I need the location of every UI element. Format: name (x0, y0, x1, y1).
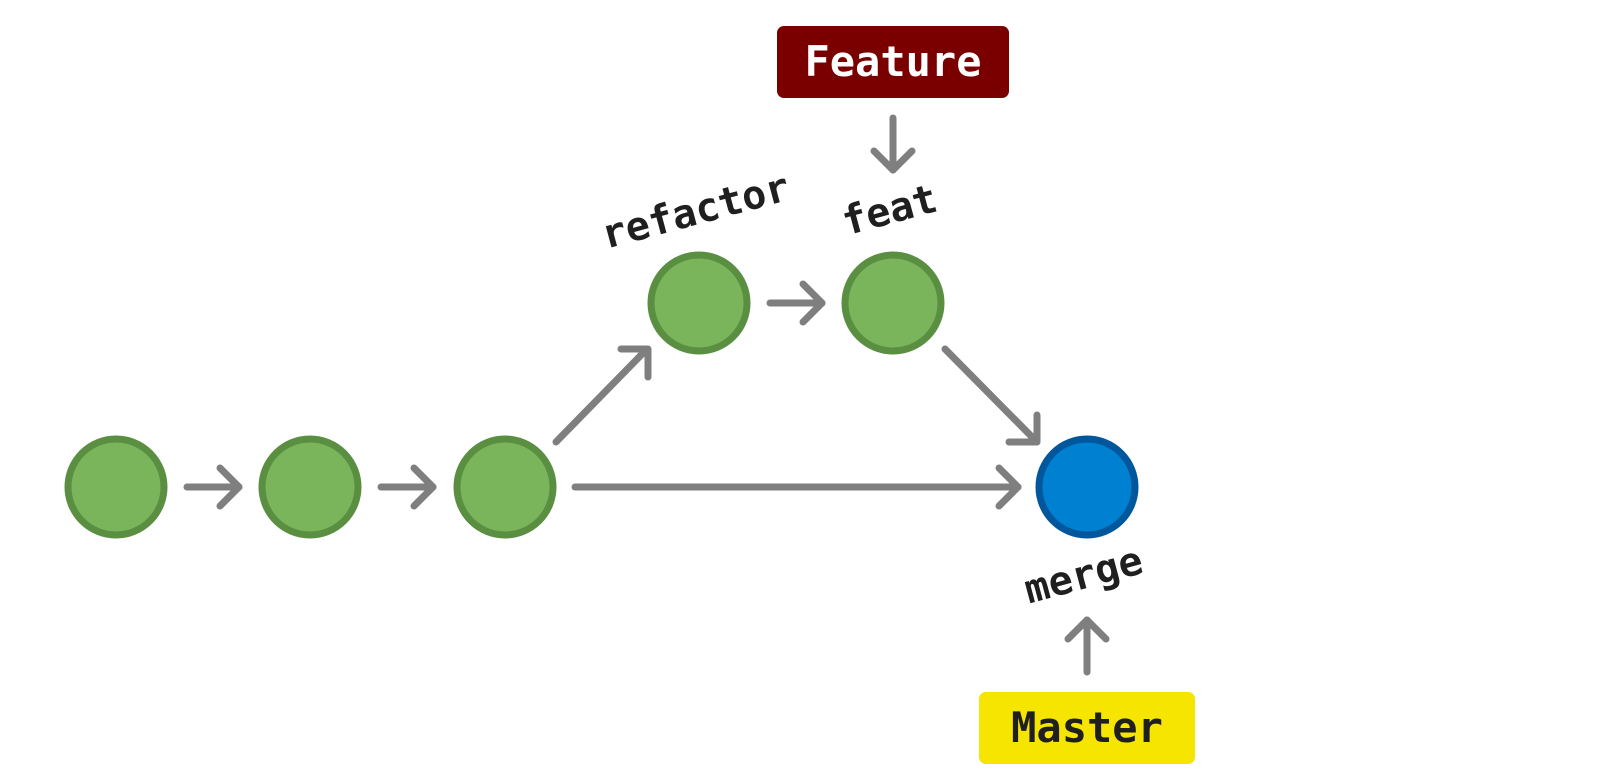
arrow-master-to-merge (1064, 616, 1110, 676)
commit-node-merge (1035, 435, 1139, 539)
arrow-commit3-to-merge (571, 464, 1022, 510)
feature-branch-box (777, 26, 1009, 98)
arrow-refactor-to-feat (766, 280, 826, 326)
feature-branch-label: Feature (804, 37, 981, 86)
commit-node-3 (453, 435, 557, 539)
master-branch-tag: Master (979, 692, 1195, 764)
arrow-feature-to-feat (870, 114, 916, 174)
commit-node-1 (64, 435, 168, 539)
refactor-commit-label: refactor (597, 164, 795, 258)
master-branch-label: Master (1011, 703, 1163, 752)
arrow-feat-to-merge (941, 345, 1041, 446)
arrow-commit2-to-commit3 (377, 464, 437, 510)
commits (64, 251, 1139, 539)
commit-node-feat (841, 251, 945, 355)
arrow-commit1-to-commit2 (183, 464, 243, 510)
edges (183, 114, 1110, 676)
commit-node-refactor (647, 251, 751, 355)
commit-node-2 (258, 435, 362, 539)
arrow-commit3-to-refactor (552, 345, 652, 446)
feat-commit-label: feat (837, 176, 942, 245)
feature-branch-tag: Feature (777, 26, 1009, 98)
master-branch-box (979, 692, 1195, 764)
merge-commit-label: merge (1020, 538, 1148, 614)
